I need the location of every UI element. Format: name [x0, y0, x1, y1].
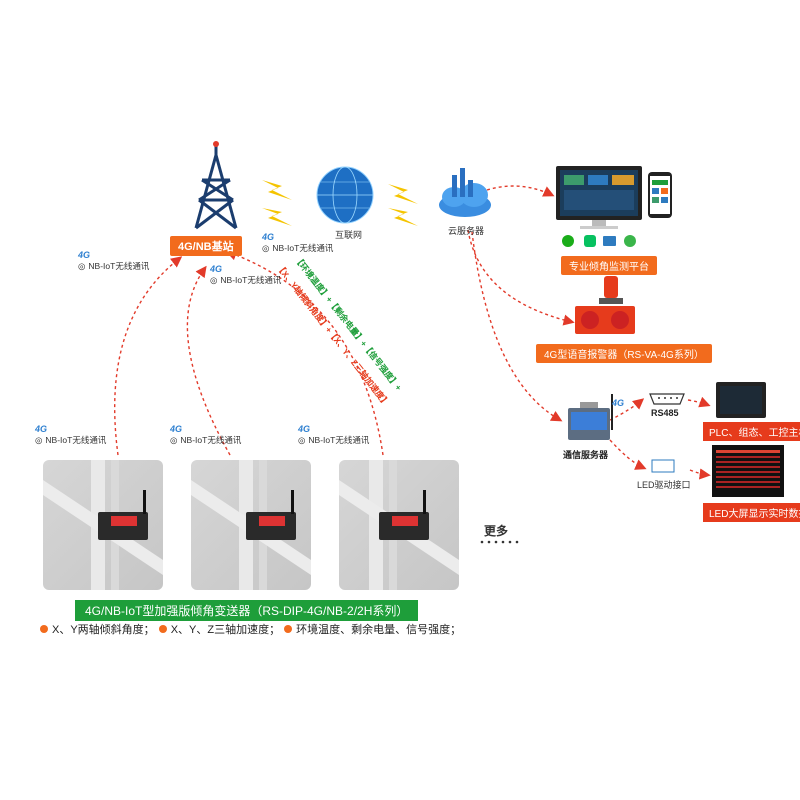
wireless-block-5: 4G ◎ NB-IoT无线通讯 — [170, 424, 241, 446]
led-screen-label: LED大屏显示实时数据 — [703, 503, 800, 522]
led-screen-icon — [712, 445, 784, 497]
wireless-block-4: 4G ◎ NB-IoT无线通讯 — [35, 424, 106, 446]
product-title: 4G/NB-IoT型加强版倾角变送器（RS-DIP-4G/NB-2/2H系列） — [75, 600, 419, 621]
more-dots — [480, 540, 519, 544]
rs485-label: RS485 — [651, 408, 679, 418]
wireless-block-7: 4G — [612, 398, 624, 408]
comm-server-label: 通信服务器 — [563, 450, 609, 460]
alarm-icon — [575, 276, 635, 334]
signal-bolt-icon — [262, 180, 418, 226]
led-icon — [651, 459, 675, 473]
monitor-icon — [556, 166, 642, 229]
internet-label: 互联网 — [335, 230, 363, 240]
4g-icon: 4G — [78, 250, 91, 260]
4g-icon: 4G — [298, 424, 311, 434]
tower-icon — [194, 146, 238, 230]
monitor-platform-label: 专业倾角监测平台 — [561, 256, 657, 275]
nb-iot-label: ◎ NB-IoT无线通讯 — [35, 434, 107, 446]
feature-item: X、Y两轴倾斜角度； — [40, 621, 155, 637]
nb-iot-label: ◎ NB-IoT无线通讯 — [170, 434, 242, 446]
cloud-server-icon — [439, 168, 491, 217]
plc-label: PLC、组态、工控主机 — [703, 422, 800, 441]
nb-iot-label: ◎ NB-IoT无线通讯 — [262, 242, 334, 254]
base-station-label: 4G/NB基站 — [170, 236, 242, 256]
phone-icon — [648, 172, 672, 218]
alarm-label: 4G型语音报警器（RS-VA-4G系列） — [536, 344, 712, 363]
cloud-server-label: 云服务器 — [448, 226, 485, 236]
4g-icon: 4G — [262, 232, 275, 242]
led-port-label: LED驱动接口 — [637, 480, 691, 490]
feature-item: 环境温度、剩余电量、信号强度； — [284, 621, 461, 637]
nb-iot-label: ◎ NB-IoT无线通讯 — [298, 434, 370, 446]
4g-icon: 4G — [612, 398, 625, 408]
product-photo — [339, 460, 459, 590]
comm-server-icon — [568, 394, 613, 440]
4g-icon: 4G — [35, 424, 48, 434]
shelf-sensor-image — [191, 460, 311, 590]
wireless-block-2: 4G ◎ NB-IoT无线通讯 — [78, 250, 149, 272]
4g-icon: 4G — [210, 264, 223, 274]
feature-list: X、Y两轴倾斜角度； X、Y、Z三轴加速度； 环境温度、剩余电量、信号强度； — [40, 621, 461, 637]
wireless-block-6: 4G ◎ NB-IoT无线通讯 — [298, 424, 369, 446]
wireless-block-3: 4G ◎ NB-IoT无线通讯 — [210, 264, 281, 286]
plc-monitor-icon — [716, 382, 766, 418]
product-photo — [191, 460, 311, 590]
feature-item: X、Y、Z三轴加速度； — [158, 621, 280, 637]
4g-icon: 4G — [170, 424, 183, 434]
more-label: 更多 — [484, 524, 509, 538]
app-icons — [562, 235, 636, 247]
wireless-block-1: 4G ◎ NB-IoT无线通讯 — [262, 232, 333, 254]
nb-iot-label: ◎ NB-IoT无线通讯 — [78, 260, 150, 272]
rs485-connector-icon — [649, 393, 685, 405]
shelf-sensor-image — [339, 460, 459, 590]
product-photo — [43, 460, 163, 590]
nb-iot-label: ◎ NB-IoT无线通讯 — [210, 274, 282, 286]
globe-icon — [316, 166, 374, 224]
shelf-sensor-image — [43, 460, 163, 590]
